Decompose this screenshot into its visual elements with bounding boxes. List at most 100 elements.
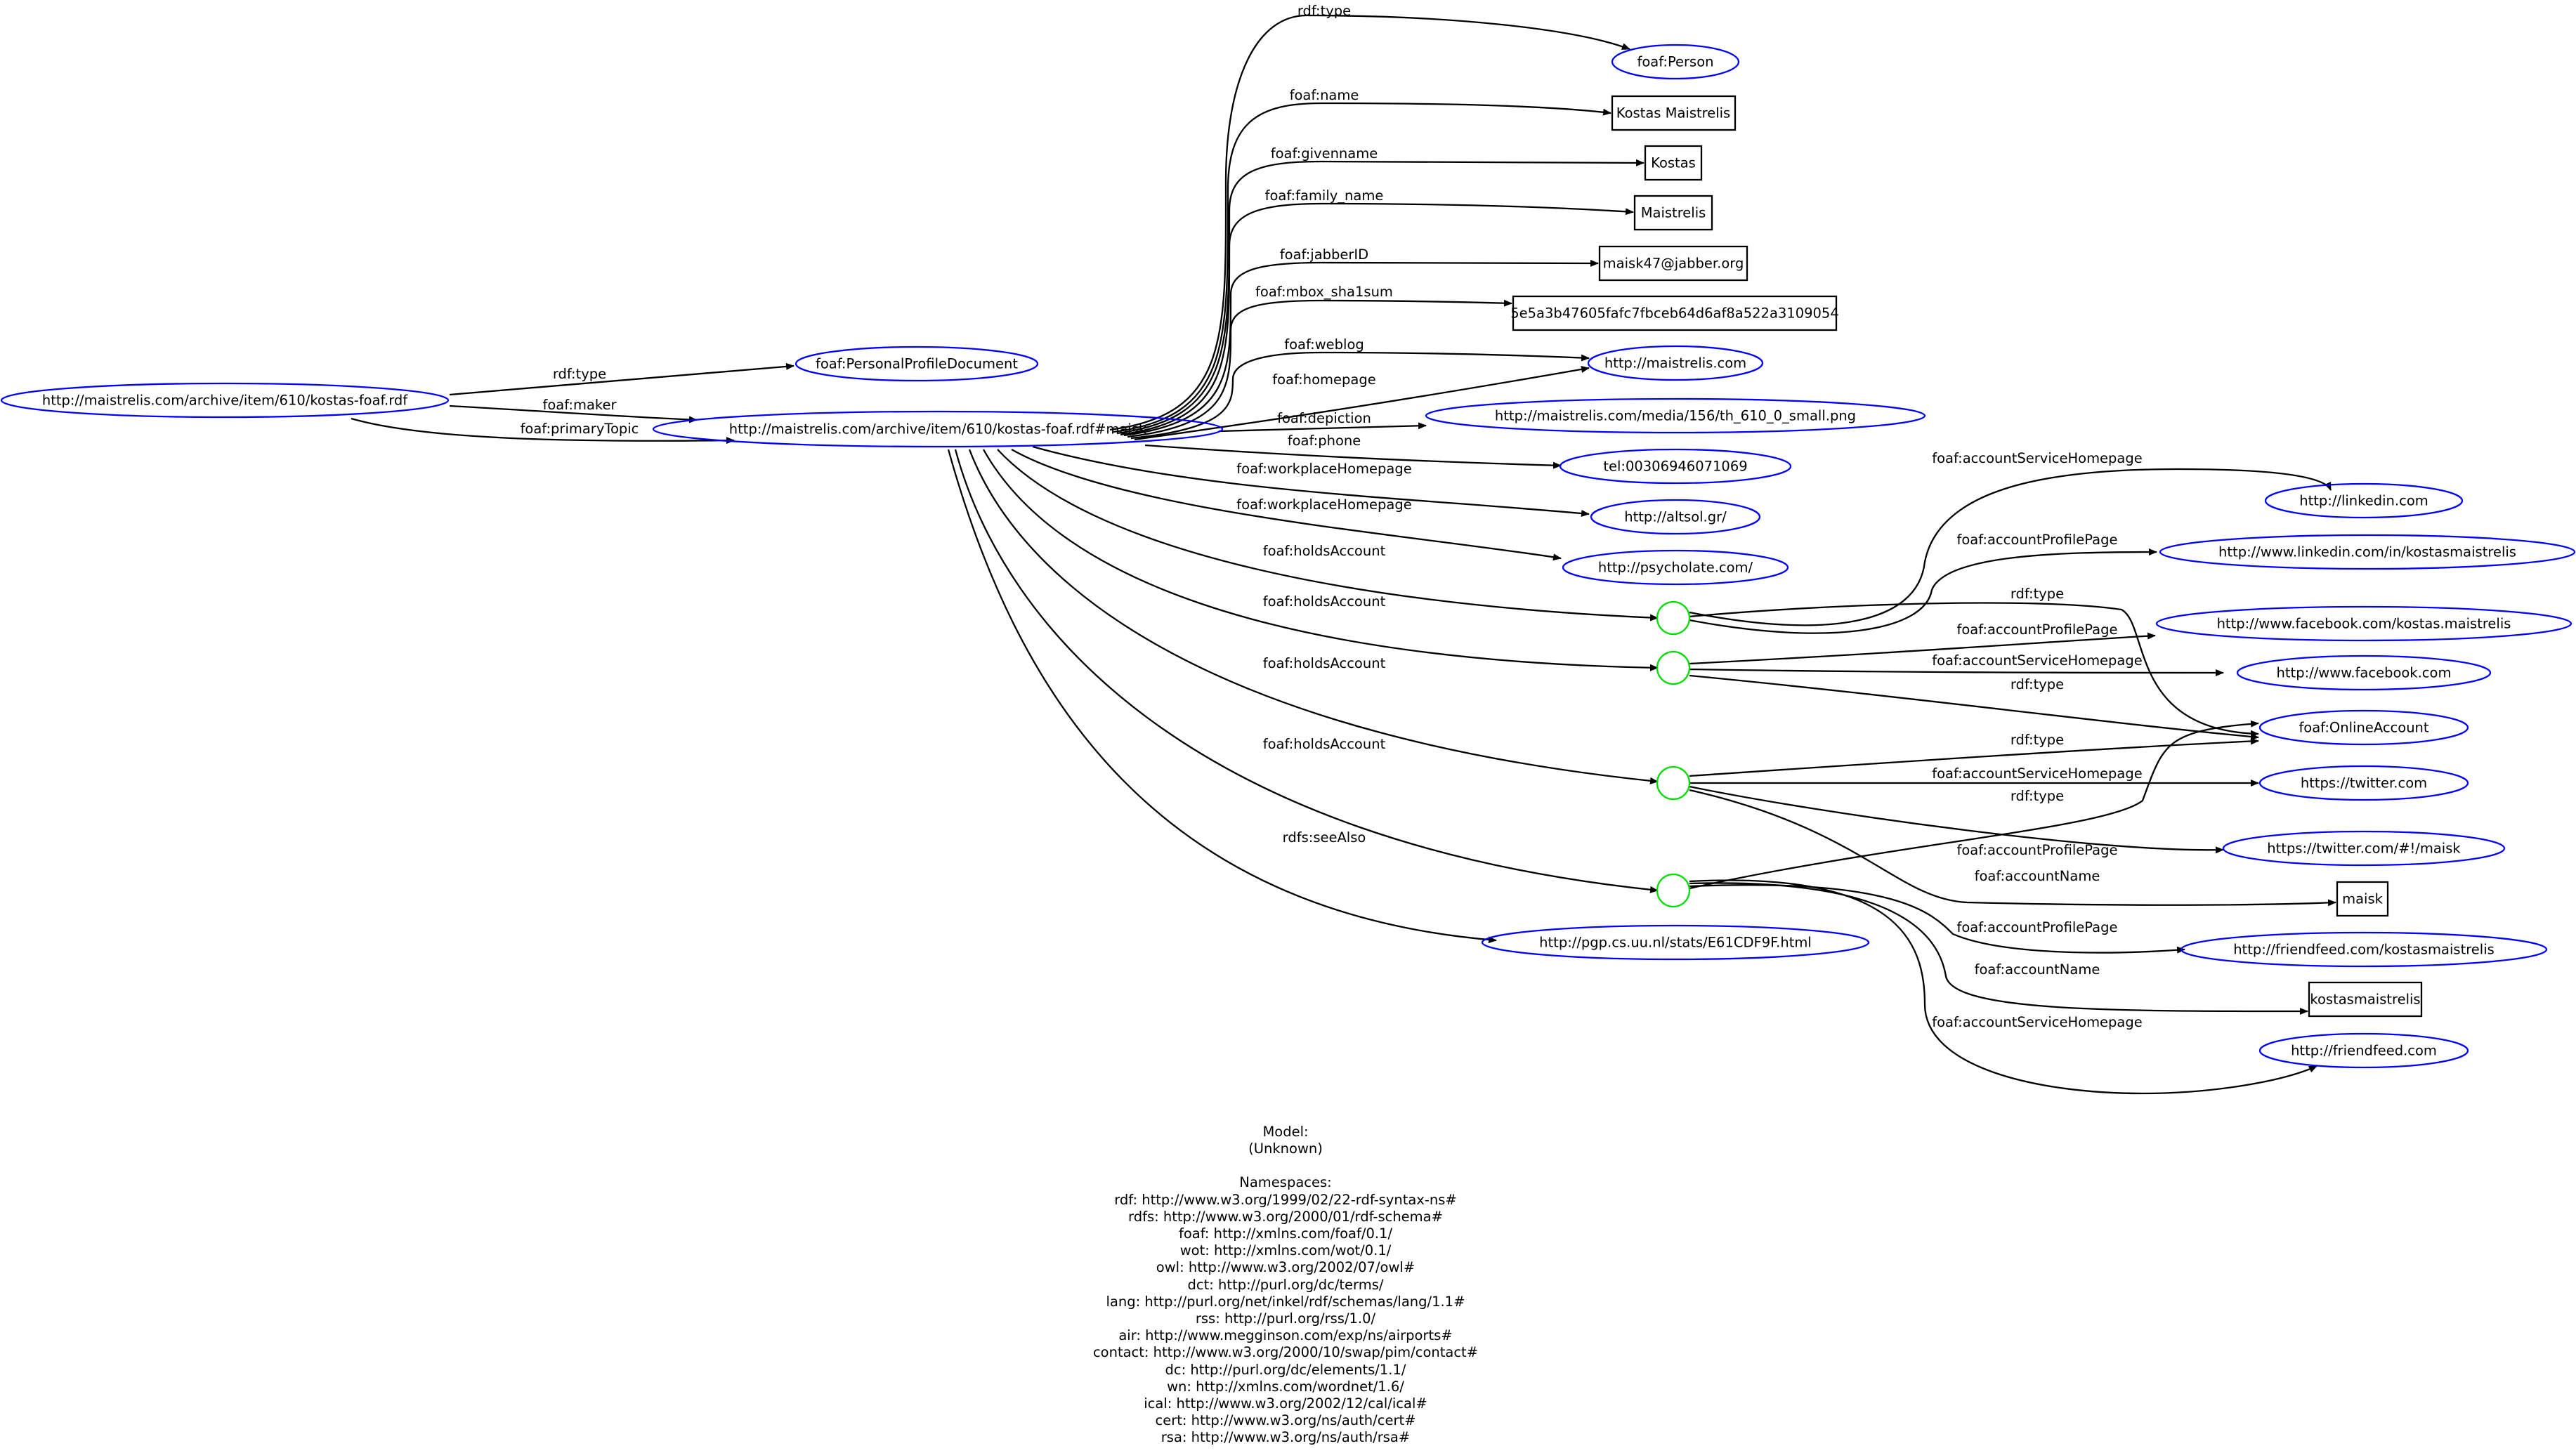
literal-name[interactable]: Kostas Maistrelis: [1611, 95, 1737, 131]
edge-a3-type: [1689, 737, 2259, 777]
label-m-weblog: foaf:weblog: [1284, 336, 1364, 353]
literal-name-label: Kostas Maistrelis: [1616, 105, 1730, 121]
label-m-name: foaf:name: [1290, 87, 1359, 103]
edge-a4-type: [1689, 720, 2259, 890]
node-foaf-person-label: foaf:Person: [1637, 54, 1713, 70]
legend-ns-cert: cert: http://www.w3.org/ns/auth/cert#: [1155, 1412, 1416, 1429]
edge-a1-type: [1689, 602, 2259, 737]
node-linkedin-label: http://linkedin.com: [2299, 493, 2428, 509]
blank-node-account-2[interactable]: [1656, 650, 1691, 685]
node-twitter-profile[interactable]: https://twitter.com/#!/maisk: [2222, 830, 2506, 867]
label-m-seealso: rdfs:seeAlso: [1283, 829, 1366, 846]
blank-node-account-3[interactable]: [1656, 765, 1691, 801]
literal-kostasmaistrelis[interactable]: kostasmaistrelis: [2308, 981, 2423, 1018]
legend-namespaces-heading: Namespaces:: [1239, 1174, 1332, 1191]
node-maistrelis-com[interactable]: http://maistrelis.com: [1587, 345, 1764, 381]
legend-ns-air: air: http://www.megginson.com/exp/ns/air…: [1118, 1327, 1453, 1344]
label-a3-profile: foaf:accountProfilePage: [1956, 842, 2117, 858]
blank-node-account-1[interactable]: [1656, 600, 1691, 636]
label-m-work1: foaf:workplaceHomepage: [1236, 461, 1411, 477]
edge-a1-profile: [1689, 548, 2157, 634]
label-m-homepage: foaf:homepage: [1272, 372, 1375, 388]
literal-maisk[interactable]: maisk: [2336, 881, 2389, 917]
label-m-acc1: foaf:holdsAccount: [1263, 543, 1386, 559]
edge-a4-profile: [1689, 884, 2185, 954]
literal-sha1[interactable]: 5e5a3b47605fafc7fbceb64d6af8a522a3109054: [1510, 295, 1839, 331]
literal-givenname-label: Kostas: [1651, 155, 1696, 171]
node-maisk-label: http://maistrelis.com/archive/item/610/k…: [729, 421, 1147, 438]
node-twitter-label: https://twitter.com: [2301, 775, 2427, 791]
edge-a1-service: [1689, 468, 2332, 626]
node-maisk[interactable]: http://maistrelis.com/archive/item/610/k…: [652, 410, 1224, 448]
node-rdf-document[interactable]: http://maistrelis.com/archive/item/610/k…: [0, 382, 450, 419]
edge-m-acc2: [982, 449, 1659, 671]
edge-m-acc1: [997, 449, 1659, 622]
literal-jabber[interactable]: maisk47@jabber.org: [1598, 245, 1748, 282]
label-a4-profile: foaf:accountProfilePage: [1956, 919, 2117, 935]
node-phone[interactable]: tel:00306946071069: [1559, 448, 1792, 485]
node-facebook[interactable]: http://www.facebook.com: [2236, 655, 2492, 691]
legend-ns-ical: ical: http://www.w3.org/2002/12/cal/ical…: [1144, 1395, 1427, 1412]
edge-doc-maker: [449, 405, 698, 423]
edge-m-weblog: [1130, 351, 1590, 440]
label-m-family: foaf:family_name: [1265, 188, 1384, 204]
label-m-sha1: foaf:mbox_sha1sum: [1255, 284, 1393, 300]
label-a4-name: foaf:accountName: [1975, 961, 2100, 978]
edge-a3-profile: [1689, 785, 2224, 854]
edge-m-homepage: [1134, 365, 1590, 441]
node-psycholate[interactable]: http://psycholate.com/: [1562, 549, 1789, 586]
node-altsol[interactable]: http://altsol.gr/: [1590, 499, 1761, 535]
edge-m-name: [1113, 102, 1611, 433]
label-m-phone: foaf:phone: [1288, 433, 1361, 449]
literal-maisk-label: maisk: [2342, 891, 2384, 907]
literal-kostasmaistrelis-label: kostasmaistrelis: [2310, 992, 2420, 1008]
edge-m-acc3: [968, 449, 1659, 784]
label-m-depiction: foaf:depiction: [1277, 410, 1371, 426]
node-phone-label: tel:00306946071069: [1603, 459, 1747, 475]
node-twitter[interactable]: https://twitter.com: [2258, 765, 2469, 801]
node-facebook-profile[interactable]: http://www.facebook.com/kostas.maistreli…: [2155, 605, 2572, 642]
node-linkedin-profile[interactable]: http://www.linkedin.com/in/kostasmaistre…: [2159, 534, 2576, 570]
label-a2-profile: foaf:accountProfilePage: [1956, 622, 2117, 638]
edge-m-given: [1116, 159, 1645, 435]
node-linkedin[interactable]: http://linkedin.com: [2264, 482, 2464, 519]
node-foaf-person[interactable]: foaf:Person: [1611, 44, 1740, 80]
legend-ns-rdf: rdf: http://www.w3.org/1999/02/22-rdf-sy…: [1114, 1191, 1457, 1208]
edge-m-phone: [1144, 444, 1562, 469]
legend-model-heading: Model:: [1262, 1124, 1309, 1140]
label-a2-service: foaf:accountServiceHomepage: [1932, 652, 2143, 669]
edge-m-type: [1109, 14, 1630, 431]
node-psycholate-label: http://psycholate.com/: [1598, 560, 1753, 576]
node-online-account-label: foaf:OnlineAccount: [2299, 720, 2428, 736]
node-personal-profile-document-label: foaf:PersonalProfileDocument: [816, 356, 1018, 372]
node-linkedin-profile-label: http://www.linkedin.com/in/kostasmaistre…: [2218, 544, 2516, 560]
legend-ns-foaf: foaf: http://xmlns.com/foaf/0.1/: [1178, 1225, 1393, 1242]
label-a1-profile: foaf:accountProfilePage: [1956, 532, 2117, 548]
edges: [351, 14, 2336, 1095]
node-friendfeed-profile-label: http://friendfeed.com/kostasmaistrelis: [2233, 942, 2495, 958]
label-doc-topic: foaf:primaryTopic: [521, 421, 639, 437]
node-pgp[interactable]: http://pgp.cs.uu.nl/stats/E61CDF9F.html: [1481, 924, 1870, 961]
label-m-work2: foaf:workplaceHomepage: [1236, 497, 1411, 513]
edge-doc-type: [449, 362, 795, 396]
node-pgp-label: http://pgp.cs.uu.nl/stats/E61CDF9F.html: [1539, 935, 1812, 951]
node-friendfeed-profile[interactable]: http://friendfeed.com/kostasmaistrelis: [2180, 931, 2548, 968]
blank-node-account-4[interactable]: [1656, 873, 1691, 908]
label-a3-name: foaf:accountName: [1975, 868, 2100, 884]
node-friendfeed[interactable]: http://friendfeed.com: [2258, 1032, 2469, 1069]
node-personal-profile-document[interactable]: foaf:PersonalProfileDocument: [795, 346, 1039, 382]
legend-ns-dc: dc: http://purl.org/dc/elements/1.1/: [1165, 1361, 1406, 1378]
label-a3-type: rdf:type: [2011, 732, 2064, 748]
node-online-account[interactable]: foaf:OnlineAccount: [2258, 709, 2469, 746]
label-m-acc3: foaf:holdsAccount: [1263, 655, 1386, 671]
literal-family-name[interactable]: Maistrelis: [1633, 195, 1713, 231]
node-altsol-label: http://altsol.gr/: [1624, 509, 1727, 525]
edge-labels: rdf:type foaf:maker foaf:primaryTopic rd…: [521, 3, 2143, 1030]
edge-a2-service: [1689, 668, 2224, 676]
node-depiction[interactable]: http://maistrelis.com/media/156/th_610_0…: [1425, 397, 1926, 434]
legend-ns-rsa: rsa: http://www.w3.org/ns/auth/rsa#: [1160, 1429, 1411, 1446]
literal-givenname[interactable]: Kostas: [1644, 145, 1703, 181]
label-m-acc2: foaf:holdsAccount: [1263, 593, 1386, 610]
label-m-jabber: foaf:jabberID: [1280, 246, 1368, 263]
label-a1-service: foaf:accountServiceHomepage: [1932, 450, 2143, 466]
